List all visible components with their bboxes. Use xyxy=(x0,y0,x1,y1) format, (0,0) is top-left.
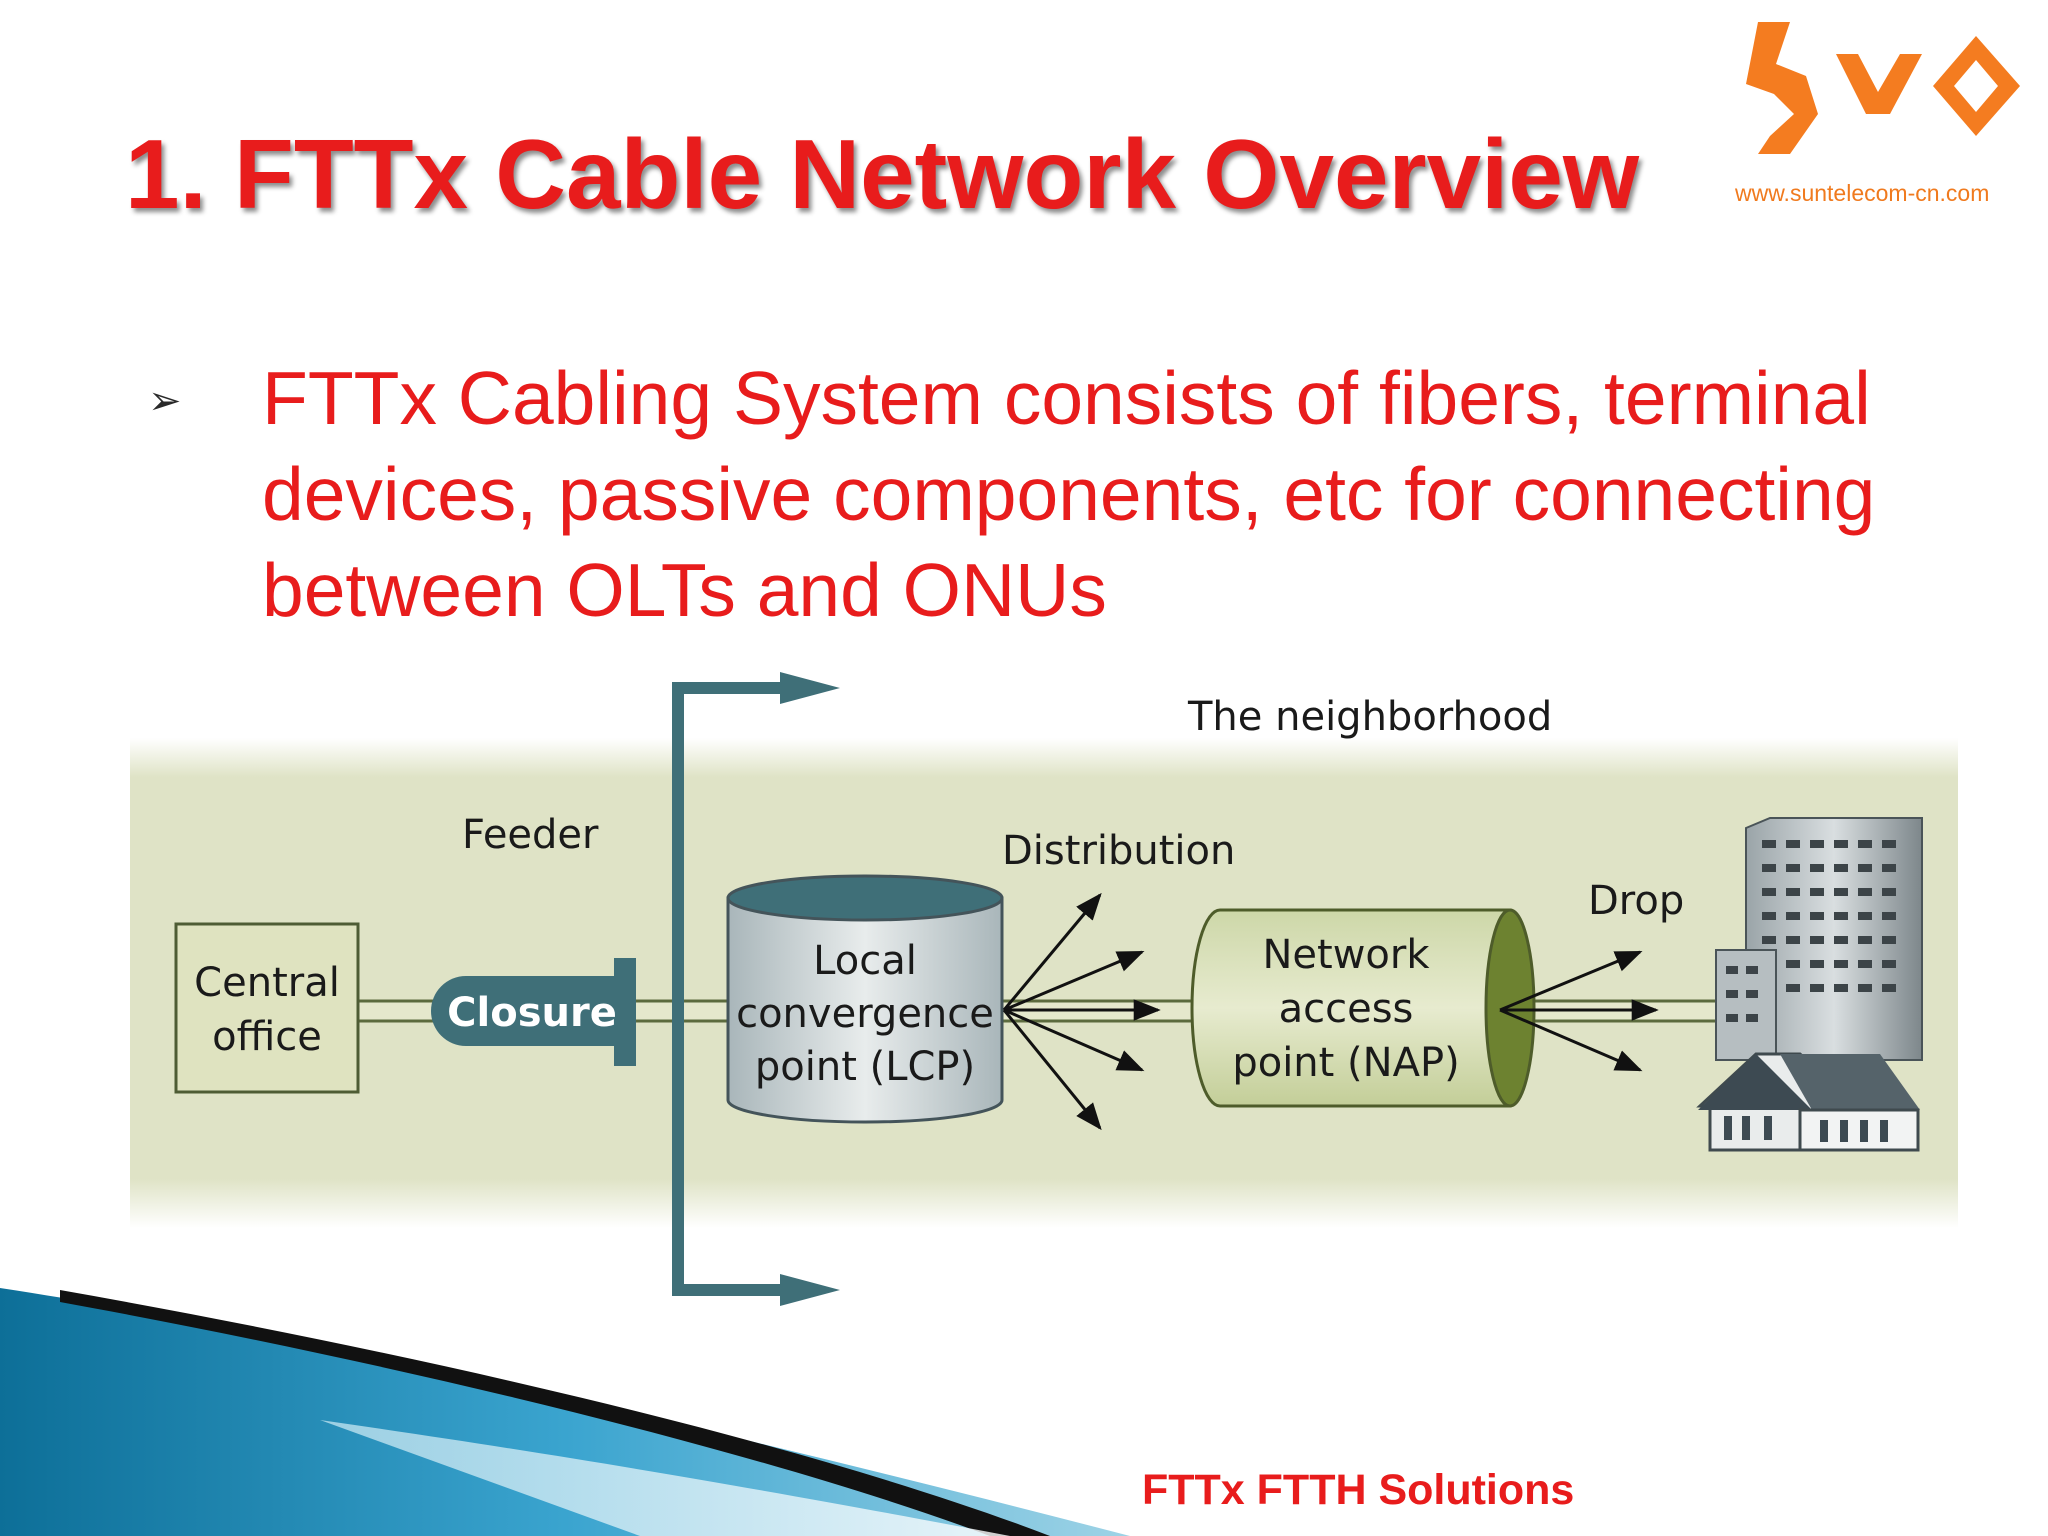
nap-line-2: access xyxy=(1279,986,1414,1032)
feeder-arrow-down-icon xyxy=(780,1274,840,1306)
closure-label: Closure xyxy=(447,990,617,1036)
logo-url: www.suntelecom-cn.com xyxy=(1735,180,1990,206)
nap-line-3: point (NAP) xyxy=(1232,1040,1459,1086)
distribution-arrows xyxy=(1002,892,1161,1131)
neighborhood-label: The neighborhood xyxy=(1187,694,1552,740)
bullet-arrow-icon: ➢ xyxy=(148,379,182,423)
neighborhood-panel xyxy=(130,738,1958,1228)
slide-title: 1. FTTx Cable Network Overview xyxy=(125,119,1640,229)
nap-line-1: Network xyxy=(1262,932,1430,978)
decorative-swoosh xyxy=(0,1288,1130,1536)
lcp-line-1: Local xyxy=(813,938,917,984)
central-office-box xyxy=(174,922,360,1094)
nap-cylinder xyxy=(1190,908,1536,1108)
bullet-text: FTTx Cabling System consists of fibers, … xyxy=(262,356,1876,632)
lcp-line-3: point (LCP) xyxy=(755,1044,975,1090)
lcp-cylinder xyxy=(726,874,1004,1124)
closure xyxy=(431,958,636,1066)
footer-text: FTTx FTTH Solutions xyxy=(1142,1466,1575,1514)
drop-label: Drop xyxy=(1588,878,1684,924)
lcp-line-2: convergence xyxy=(736,991,994,1037)
company-logo: www.suntelecom-cn.com xyxy=(1728,14,2040,224)
central-office-line-2: office xyxy=(212,1014,322,1060)
feeder-bracket xyxy=(672,682,790,1296)
house-icon xyxy=(1696,1052,1920,1152)
feeder-arrow-up-icon xyxy=(780,672,840,704)
central-office-line-1: Central xyxy=(194,960,340,1006)
office-building-icon xyxy=(1715,817,1923,1061)
distribution-label: Distribution xyxy=(1002,828,1235,874)
feeder-label: Feeder xyxy=(462,812,599,858)
logo-mark-icon xyxy=(1746,22,2020,154)
drop-arrows xyxy=(1499,950,1659,1072)
